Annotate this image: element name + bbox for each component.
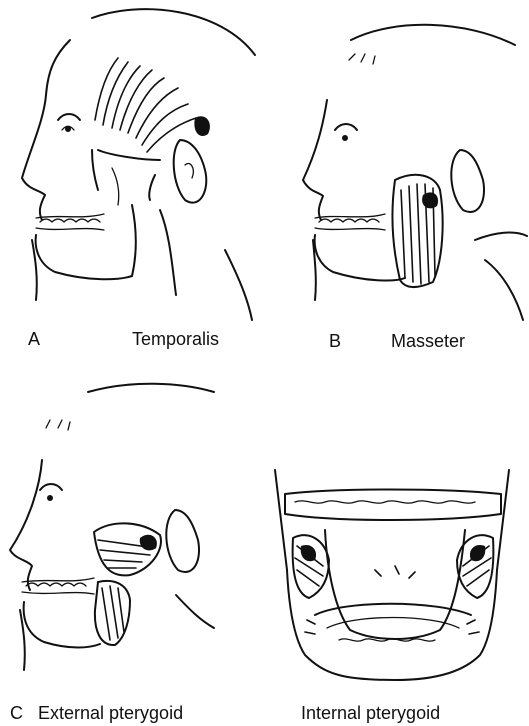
panel-b-letter: B: [329, 332, 341, 350]
head-side-temporalis-illustration: [0, 0, 265, 360]
panel-temporalis: A Temporalis: [0, 0, 265, 360]
panel-b-caption: Masseter: [391, 332, 465, 350]
head-side-masseter-illustration: [265, 0, 529, 360]
panel-masseter: B Masseter: [265, 0, 529, 360]
panel-c-caption: External pterygoid: [38, 704, 183, 722]
panel-d-caption: Internal pterygoid: [301, 704, 440, 722]
panel-a-caption: Temporalis: [132, 330, 219, 348]
head-side-external-pterygoid-illustration: [0, 370, 265, 726]
panel-internal-pterygoid: Internal pterygoid: [265, 370, 529, 726]
panel-external-pterygoid: C External pterygoid: [0, 370, 265, 726]
coronal-section-internal-pterygoid-illustration: [265, 370, 529, 726]
panel-c-letter: C: [10, 704, 23, 722]
panel-a-letter: A: [28, 330, 40, 348]
